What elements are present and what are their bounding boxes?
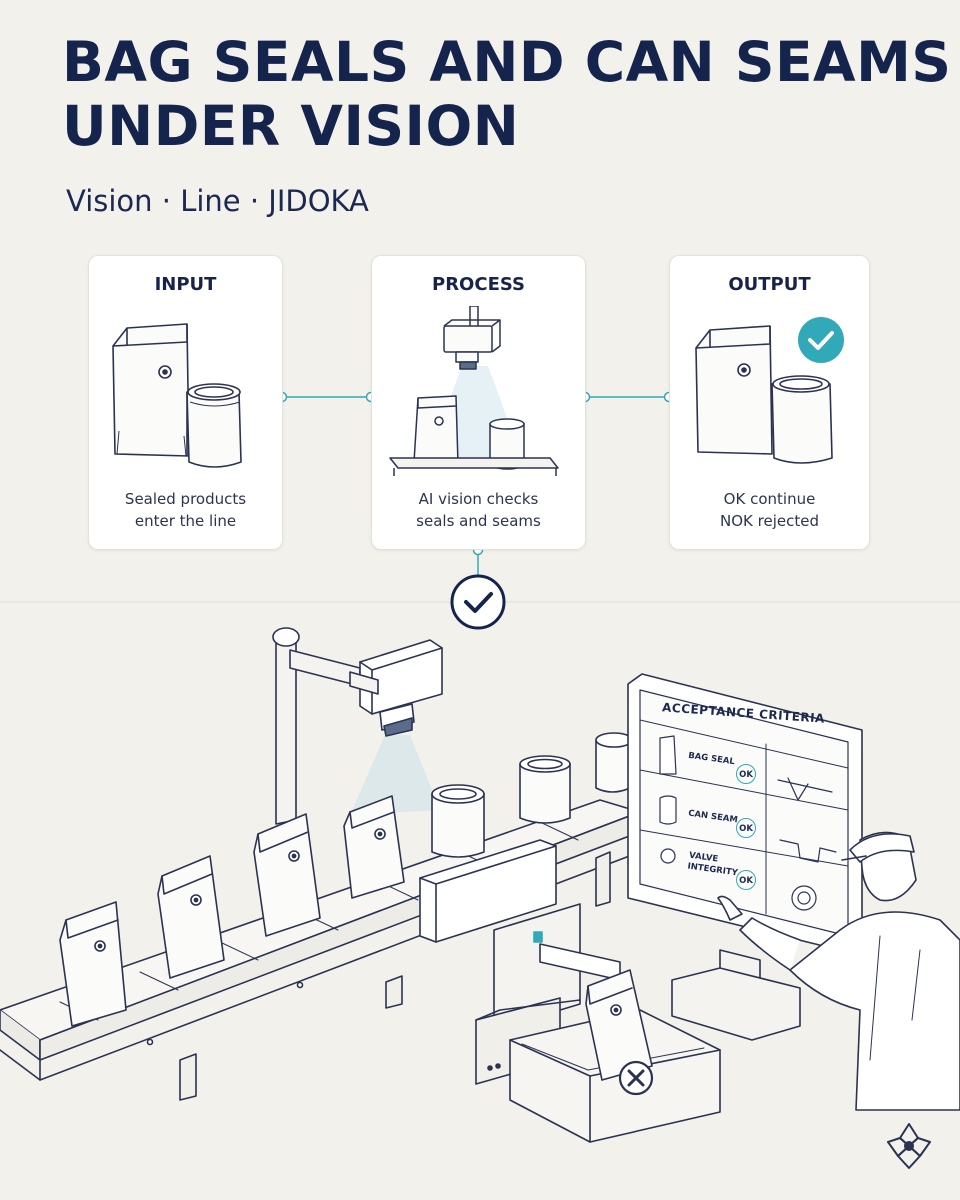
monitor-row-bag-seal-label: BAG SEAL xyxy=(688,751,736,767)
output-card: OUTPUT OK continue NOK rejected xyxy=(669,255,870,550)
bag-3 xyxy=(253,813,321,937)
input-desc-line-2: enter the line xyxy=(134,512,237,530)
output-desc-line-2: NOK rejected xyxy=(720,512,819,530)
process-card-title: PROCESS xyxy=(432,274,525,295)
process-desc-line-1: AI vision checks xyxy=(418,490,539,508)
bag-seal-ok-badge: OK xyxy=(736,764,756,784)
title-line-1: BAG SEALS AND CAN SEAMS xyxy=(62,30,952,94)
valve-ok-badge: OK xyxy=(736,870,756,890)
output-desc-line-1: OK continue xyxy=(723,490,816,508)
bag-seal-label: BAG SEAL xyxy=(687,750,736,768)
process-inspection-illustration xyxy=(389,306,559,476)
reject-x-icon xyxy=(618,1060,654,1096)
can-1 xyxy=(431,784,485,858)
monitor-row-valve-label: VALVE INTEGRITY xyxy=(687,851,740,880)
input-card-description: Sealed products enter the line xyxy=(89,488,282,532)
bag-4 xyxy=(343,795,405,899)
input-desc-line-1: Sealed products xyxy=(124,490,247,508)
title-line-2: UNDER VISION xyxy=(62,94,520,158)
process-desc-line-2: seals and seams xyxy=(416,512,541,530)
page-title: BAG SEALS AND CAN SEAMS UNDER VISION xyxy=(62,30,951,158)
can-2 xyxy=(519,755,571,824)
input-card: INPUT Sealed products enter the line xyxy=(88,255,283,550)
input-products-illustration xyxy=(112,323,242,468)
output-card-description: OK continue NOK rejected xyxy=(670,488,869,532)
bag-2 xyxy=(157,855,225,979)
brand-logo-icon xyxy=(887,1123,931,1169)
ok-check-icon xyxy=(798,317,844,363)
check-circle-icon xyxy=(450,574,506,630)
can-seam-ok-badge: OK xyxy=(736,818,756,838)
bag-1 xyxy=(59,901,127,1027)
output-card-title: OUTPUT xyxy=(728,274,811,295)
subtitle: Vision · Line · JIDOKA xyxy=(66,184,369,218)
input-card-title: INPUT xyxy=(154,274,217,295)
process-card: PROCESS AI vision checks seals and seams xyxy=(371,255,586,550)
can-3 xyxy=(595,732,633,793)
can-seam-label: CAN SEAM xyxy=(687,808,739,826)
process-card-description: AI vision checks seals and seams xyxy=(372,488,585,532)
monitor-title: ACCEPTANCE CRITERIA xyxy=(661,700,826,726)
output-products-illustration xyxy=(695,317,844,464)
monitor-row-can-seam-label: CAN SEAM xyxy=(688,809,739,826)
